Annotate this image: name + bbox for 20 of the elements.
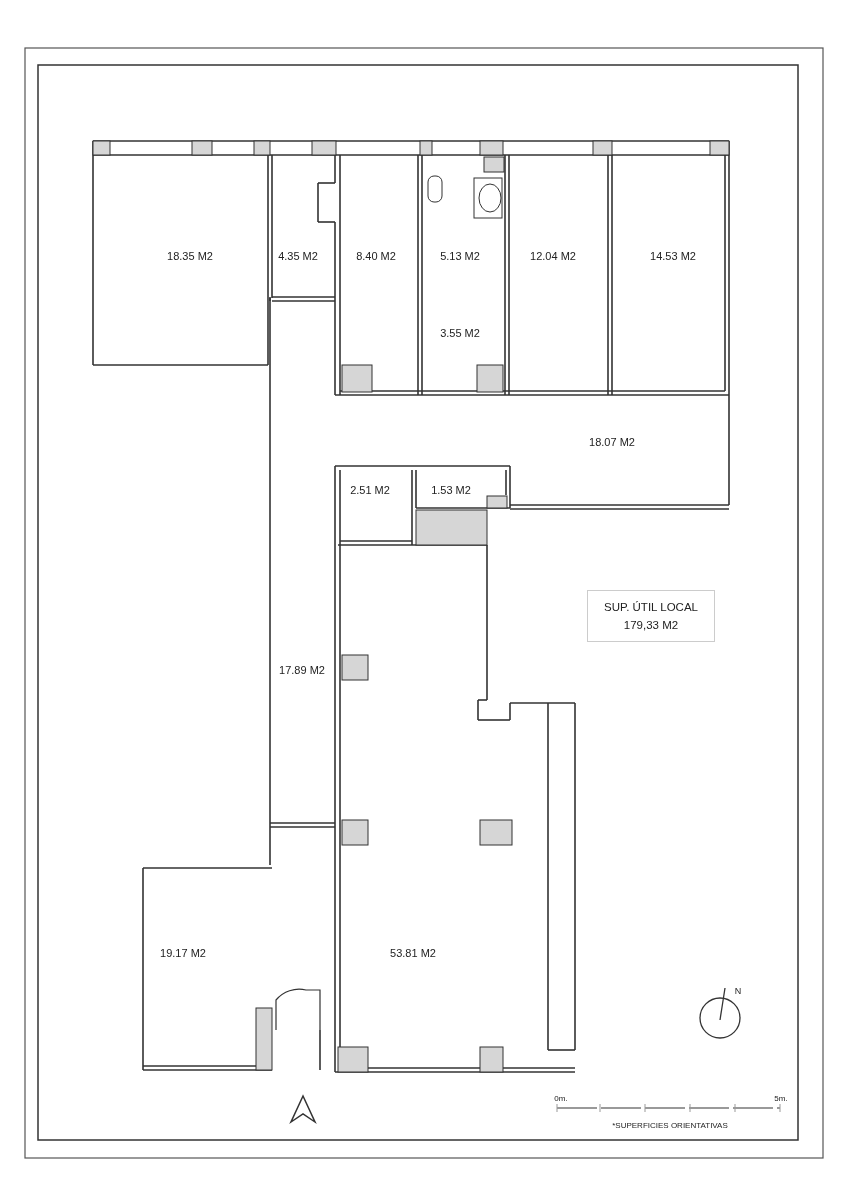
area-label: 4.35 M2 (278, 250, 318, 262)
north-label: N (734, 986, 742, 996)
area-label: 14.53 M2 (650, 250, 696, 262)
area-label: 12.04 M2 (530, 250, 576, 262)
area-label: 8.40 M2 (356, 250, 396, 262)
area-label: 18.07 M2 (589, 436, 635, 448)
area-label: 5.13 M2 (440, 250, 480, 262)
summary-value: 179,33 M2 (623, 619, 679, 631)
area-summary-box (587, 590, 715, 642)
area-label: 53.81 M2 (390, 947, 436, 959)
area-label: 1.53 M2 (431, 484, 471, 496)
area-label: 18.35 M2 (167, 250, 213, 262)
area-label: 2.51 M2 (350, 484, 390, 496)
area-label: 19.17 M2 (160, 947, 206, 959)
scale-label: 0m. (554, 1093, 568, 1103)
area-label: 17.89 M2 (279, 664, 325, 676)
area-label: 3.55 M2 (440, 327, 480, 339)
summary-heading: SUP. ÚTIL LOCAL (604, 601, 698, 613)
footnote: *SUPERFICIES ORIENTATIVAS (612, 1120, 728, 1130)
scale-label: 5m. (774, 1093, 788, 1103)
